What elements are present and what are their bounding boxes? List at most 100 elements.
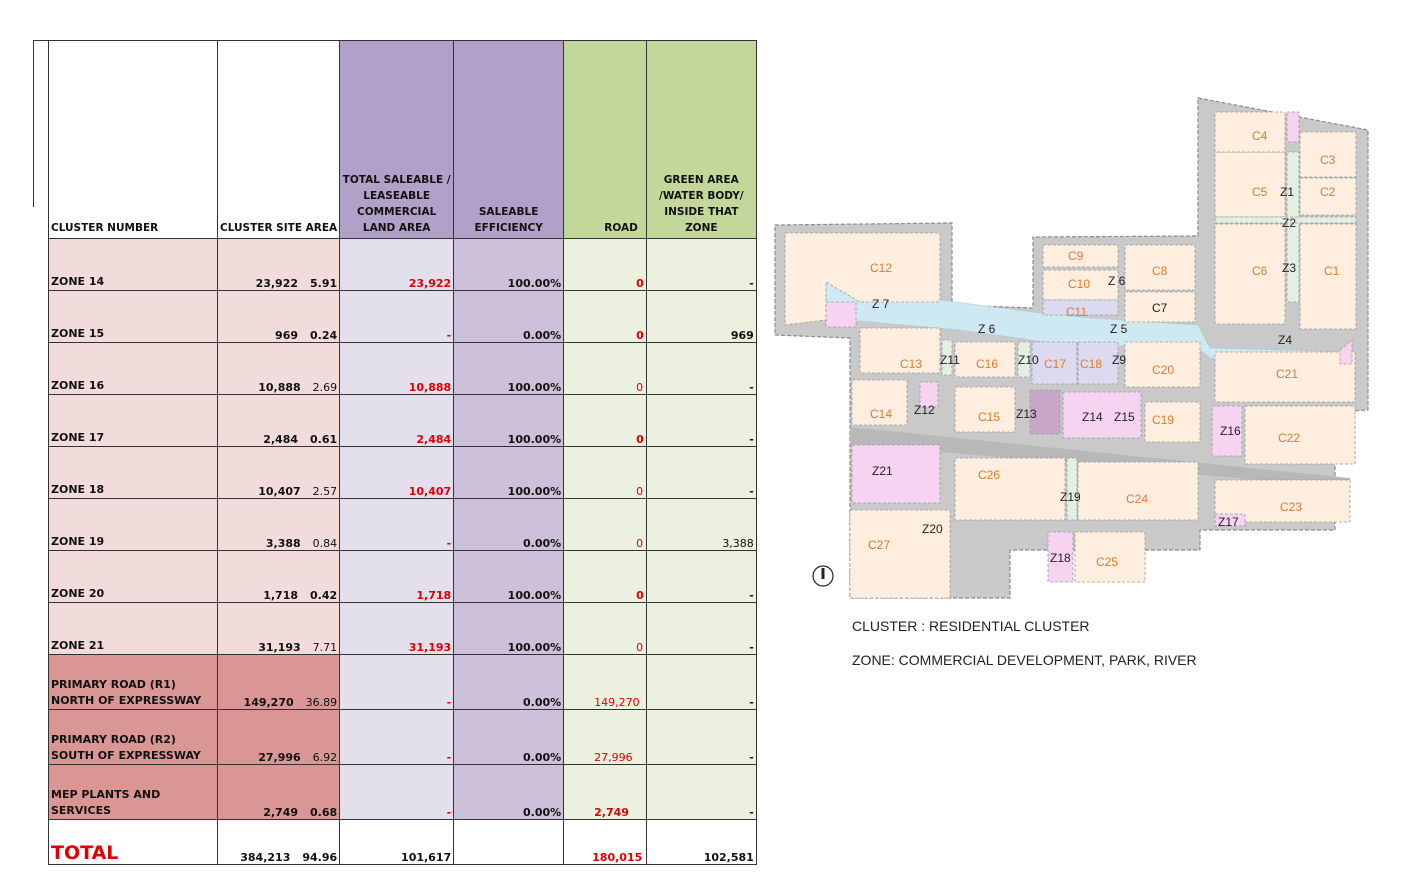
- zone-z16-shape: [1211, 405, 1243, 457]
- cell-road: 2,749: [563, 764, 647, 820]
- map-label-z11: Z11: [940, 353, 960, 367]
- header-cluster-number: CLUSTER NUMBER: [48, 40, 218, 239]
- cluster-c2-shape: [1299, 177, 1357, 216]
- map-label-c14: C14: [870, 407, 892, 421]
- expressway: [850, 427, 1350, 488]
- cell-green-area: 3,388: [645, 498, 757, 551]
- legend-zone: ZONE: COMMERCIAL DEVELOPMENT, PARK, RIVE…: [852, 652, 1197, 668]
- header-green-area: GREEN AREA /WATER BODY/ INSIDE THAT ZONE: [645, 40, 757, 239]
- cell-efficiency: 100.00%: [453, 394, 565, 447]
- map-label-c13: C13: [900, 357, 922, 371]
- cell-green-area: -: [645, 709, 757, 765]
- zone-c17-shape: [1031, 341, 1078, 385]
- cell-efficiency: 0.00%: [453, 654, 565, 710]
- cell-efficiency: 100.00%: [453, 550, 565, 603]
- map-label-c15: C15: [978, 410, 1000, 424]
- map-label-c3: C3: [1320, 153, 1336, 167]
- total-road: 180,015: [563, 819, 647, 865]
- map-label-z16: Z16: [1220, 424, 1241, 438]
- cell-road: 0: [563, 238, 647, 291]
- cluster-c14-shape: [851, 379, 908, 426]
- map-label-z3: Z3: [1282, 261, 1296, 275]
- cell-cluster-number: ZONE 21: [48, 602, 218, 655]
- map-label-c22: C22: [1278, 431, 1300, 445]
- table-header-row: CLUSTER NUMBER CLUSTER SITE AREA TOTAL S…: [48, 40, 757, 239]
- cluster-c12-shape: [784, 232, 941, 326]
- map-label-z19: Z19: [1060, 490, 1081, 504]
- cell-saleable-area: -: [339, 654, 455, 710]
- map-label-z13: Z13: [1016, 407, 1037, 421]
- map-label-c24: C24: [1126, 492, 1148, 506]
- map-label-c26: C26: [978, 468, 1000, 482]
- cell-green-area: -: [645, 602, 757, 655]
- zone-z12-shape: [919, 381, 939, 408]
- map-label-c10: C10: [1068, 277, 1090, 291]
- cluster-c13-shape: [859, 327, 941, 374]
- cell-green-area: -: [645, 394, 757, 447]
- zone-z13-shape: [1029, 389, 1061, 435]
- cell-green-area: 969: [645, 290, 757, 343]
- cell-cluster-number: MEP PLANTS AND SERVICES: [48, 764, 218, 820]
- zone-z1-shape: [1286, 111, 1300, 143]
- total-label: TOTAL: [48, 819, 218, 865]
- cell-cluster-number: ZONE 16: [48, 342, 218, 395]
- cell-road: 0: [563, 394, 647, 447]
- map-label-c19: C19: [1152, 413, 1174, 427]
- cell-saleable-area: 1,718: [339, 550, 455, 603]
- map-label-c21: C21: [1276, 367, 1298, 381]
- cell-cluster-number: ZONE 18: [48, 446, 218, 499]
- cluster-c21-shape: [1214, 351, 1356, 403]
- cell-saleable-area: -: [339, 764, 455, 820]
- table-left-edge: [33, 40, 48, 207]
- map-label-z20: Z20: [922, 522, 943, 536]
- cell-cluster-number: PRIMARY ROAD (R2) SOUTH OF EXPRESSWAY: [48, 709, 218, 765]
- map-label-z4: Z4: [1278, 333, 1292, 347]
- map-label-z2: Z2: [1282, 216, 1296, 230]
- zone-z2-shape: [1214, 216, 1357, 224]
- cluster-c25-shape: [1074, 531, 1146, 583]
- zone-z10-shape: [1017, 341, 1031, 378]
- cluster-c8-shape: [1124, 244, 1196, 291]
- map-label-c9: C9: [1068, 249, 1084, 263]
- cluster-c26-shape: [954, 457, 1066, 521]
- map-label-z6: Z 6: [978, 322, 996, 336]
- cell-saleable-area: 10,888: [339, 342, 455, 395]
- cluster-c6-shape: [1214, 223, 1286, 325]
- cell-efficiency: 100.00%: [453, 238, 565, 291]
- map-label-c25: C25: [1096, 555, 1118, 569]
- cell-road: 0: [563, 342, 647, 395]
- map-label-z14: Z14: [1082, 410, 1103, 424]
- zone-z17-shape: [1214, 513, 1246, 527]
- zone-c11-shape: [1042, 299, 1119, 316]
- cell-efficiency: 0.00%: [453, 709, 565, 765]
- map-label-c5: C5: [1252, 185, 1268, 199]
- map-label-c12: C12: [870, 261, 892, 275]
- cluster-c20-shape: [1124, 341, 1201, 388]
- cell-green-area: -: [645, 238, 757, 291]
- cluster-c16-shape: [954, 341, 1016, 378]
- cluster-c7-shape: [1124, 291, 1196, 323]
- cluster-c4-shape: [1214, 111, 1286, 153]
- cell-efficiency: 0.00%: [453, 290, 565, 343]
- cell-green-area: -: [645, 342, 757, 395]
- cell-saleable-area: -: [339, 709, 455, 765]
- cell-efficiency: 0.00%: [453, 764, 565, 820]
- map-label-c8: C8: [1152, 264, 1168, 278]
- cell-cluster-number: ZONE 19: [48, 498, 218, 551]
- header-road: ROAD: [563, 40, 647, 239]
- map-label-z15: Z15: [1114, 410, 1135, 424]
- cell-efficiency: 100.00%: [453, 602, 565, 655]
- map-label-c4: C4: [1252, 129, 1268, 143]
- map-label-z1: Z1: [1280, 185, 1294, 199]
- cluster-c15-shape: [954, 386, 1016, 433]
